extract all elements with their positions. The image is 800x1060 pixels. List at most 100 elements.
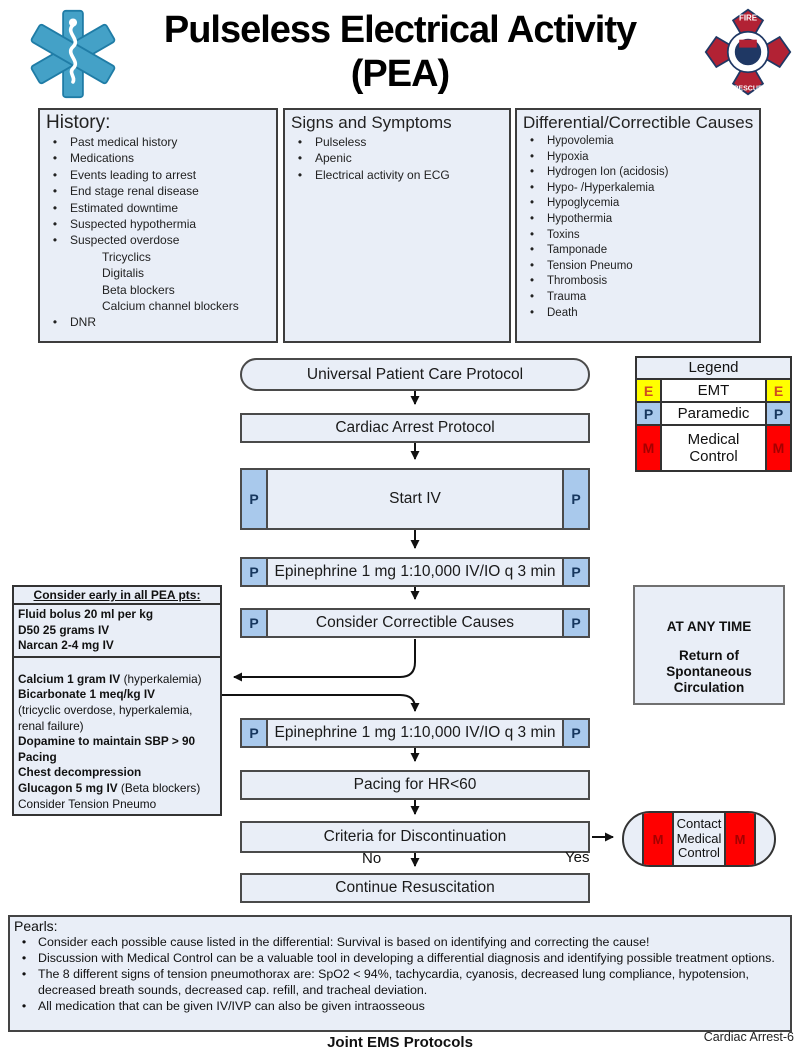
bullet-text: Past medical history	[70, 135, 178, 149]
bullet-icon	[285, 134, 315, 150]
at-any-time-panel: AT ANY TIME Return of Spontaneous Circul…	[633, 585, 785, 705]
bullet-icon	[517, 243, 547, 259]
bullet-text: Suspected overdose	[70, 233, 180, 248]
consider-early-panel: Consider early in all PEA pts: Fluid bol…	[12, 585, 222, 817]
sub-item-text: Tricyclics	[102, 249, 151, 264]
bullet-item: The 8 different signs of tension pneumot…	[10, 966, 790, 998]
bullet-item: Tension Pneumo	[517, 259, 759, 275]
bullet-text: Hypoxia	[547, 150, 589, 163]
paramedic-badge: P	[242, 610, 268, 636]
bullet-text: Consider each possible cause listed in t…	[38, 935, 650, 949]
bullet-item: Tamponade	[517, 243, 759, 259]
bullet-text: Tension Pneumo	[547, 259, 633, 272]
bullet-icon	[10, 998, 38, 1014]
treatment-line: Pacing	[18, 749, 57, 764]
bullet-icon	[517, 274, 547, 290]
badge-letter: M	[734, 831, 746, 847]
bullet-icon	[10, 950, 38, 966]
bullet-text: Hypo- /Hyperkalemia	[547, 181, 655, 194]
bullet-text: Thrombosis	[547, 275, 608, 288]
badge-bottom-text: RESCUE	[733, 86, 763, 93]
paramedic-badge: P	[562, 470, 588, 528]
bullet-text: Hypovolemia	[547, 135, 614, 147]
bullet-icon	[10, 966, 38, 998]
history-title: History:	[46, 112, 111, 133]
footer-title: Joint EMS Protocols	[327, 1034, 473, 1051]
bullet-text: Trauma	[547, 290, 587, 303]
bullet-icon	[40, 216, 70, 232]
bullet-text: Events leading to arrest	[70, 167, 197, 182]
bullet-item: All medication that can be given IV/IVP …	[10, 998, 790, 1014]
legend-label: EMT	[662, 380, 765, 401]
history-panel: History: Past medical history Medication…	[38, 108, 278, 343]
flow-node-label: Criteria for Discontinuation	[323, 828, 507, 845]
bullet-text: Tamponade	[547, 244, 608, 257]
consider-early-title: Consider early in all PEA pts:	[12, 585, 222, 605]
emt-badge: E	[765, 380, 790, 401]
bullet-item: Death	[517, 306, 759, 322]
bullet-icon	[40, 150, 70, 166]
bullet-text: Toxins	[547, 228, 580, 241]
bullet-icon	[517, 228, 547, 244]
at-any-time-body: Return of Spontaneous Circulation	[666, 648, 752, 695]
legend-row-paramedic: P Paramedic P	[637, 403, 790, 426]
bullet-icon	[517, 181, 547, 197]
bullet-text: Discussion with Medical Control can be a…	[38, 951, 775, 965]
treatment-line: (tricyclic overdose, hyperkalemia, renal…	[18, 702, 193, 733]
bullet-icon	[40, 167, 70, 183]
flow-node-label: Contact Medical Control	[672, 813, 726, 865]
treatment-line: Narcan 2-4 mg IV	[18, 638, 114, 653]
treatment-line: Bicarbonate 1 meq/kg IV	[18, 687, 156, 702]
contact-line: Contact	[676, 816, 722, 832]
signs-title: Signs and Symptoms	[291, 113, 452, 132]
paramedic-badge: P	[562, 610, 588, 636]
bullet-item: Thrombosis	[517, 274, 759, 290]
bullet-item: Suspected hypothermia	[40, 216, 276, 232]
contact-line: Medical	[676, 830, 722, 846]
flow-node-label: Cardiac Arrest Protocol	[335, 419, 495, 436]
paramedic-badge: P	[637, 403, 662, 424]
page-number: Cardiac Arrest-6	[703, 1030, 794, 1044]
no-branch-label: No	[362, 850, 382, 867]
bullet-item: Medications	[40, 150, 276, 166]
contact-line: Control	[678, 845, 720, 861]
bullet-icon	[517, 306, 547, 322]
bullet-item: End stage renal disease	[40, 183, 276, 199]
sub-list-item: Beta blockers	[40, 282, 276, 298]
bullet-item: Toxins	[517, 228, 759, 244]
signs-symptoms-panel: Signs and Symptoms Pulseless Apenic Elec…	[283, 108, 511, 343]
treatment-line: Fluid bolus 20 ml per kg	[18, 607, 154, 621]
bullet-icon	[517, 134, 547, 150]
flow-node-epinephrine-2: P Epinephrine 1 mg 1:10,000 IV/IO q 3 mi…	[240, 718, 590, 748]
sub-list-item: Digitalis	[40, 265, 276, 281]
bullet-icon	[517, 196, 547, 212]
bullet-text: Hypothermia	[547, 212, 613, 225]
sub-item-text: Digitalis	[102, 266, 145, 281]
badge-top-text: FIRE	[739, 13, 757, 22]
bullet-text: DNR	[70, 315, 96, 330]
bullet-item: Consider each possible cause listed in t…	[10, 934, 790, 950]
bullet-text: Estimated downtime	[70, 200, 179, 215]
medical-control-badge: M	[642, 813, 674, 865]
page-title-line1: Pulseless Electrical Activity	[163, 9, 637, 51]
treatment-line: Consider Tension Pneumo	[18, 796, 157, 811]
bullet-item: Electrical activity on ECG	[285, 167, 509, 183]
bullet-icon	[40, 232, 70, 248]
bullet-text: Hypoglycemia	[547, 197, 620, 210]
paramedic-badge: P	[242, 559, 268, 585]
medical-control-badge: M	[724, 813, 756, 865]
bullet-icon	[517, 165, 547, 181]
bullet-icon	[517, 290, 547, 306]
bullet-item: Hypo- /Hyperkalemia	[517, 181, 759, 197]
bullet-item: Pulseless	[285, 134, 509, 150]
legend-panel: Legend E EMT E P Paramedic P M Medical C…	[635, 356, 792, 472]
flow-node-continue-resuscitation: Continue Resuscitation	[240, 873, 590, 903]
paramedic-badge: P	[765, 403, 790, 424]
bullet-text: Pulseless	[315, 135, 367, 149]
bullet-text: All medication that can be given IV/IVP …	[38, 999, 425, 1013]
page-title: Pulseless Electrical Activity (PEA)	[110, 8, 690, 96]
page-title-line2: (PEA)	[350, 53, 450, 95]
treatment-line: D50 25 grams IV	[18, 622, 110, 637]
sub-item-text: Calcium channel blockers	[102, 299, 239, 314]
